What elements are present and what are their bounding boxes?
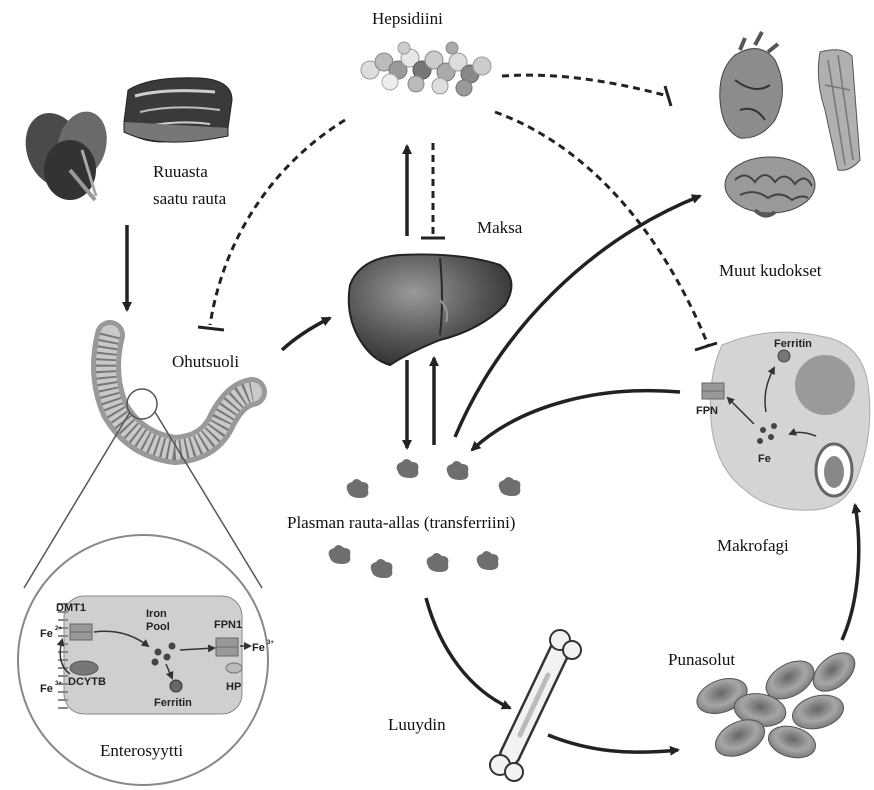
- meat-image: [124, 78, 232, 142]
- fe-right-label: Fe: [252, 642, 265, 654]
- fe-bottom-label: Fe: [40, 683, 53, 695]
- macrophage-ferritin-label: Ferritin: [774, 338, 812, 350]
- leafy-greens-image: [16, 105, 114, 200]
- hp-protein: [226, 663, 242, 673]
- dmt1-label: DMT1: [56, 602, 86, 614]
- macrophage-ferritin: [778, 350, 790, 362]
- macrophage-fe-label: Fe: [758, 453, 771, 465]
- transferrin-blob: [499, 477, 521, 496]
- brain-image: [725, 157, 815, 216]
- hepcidin-inhibits-tissues-line: [502, 75, 668, 96]
- iron-pool-label-line1: Iron: [146, 608, 167, 620]
- marrow-to-redcells-arrow: [548, 735, 678, 752]
- enterocyte-label: Enterosyytti: [100, 741, 183, 760]
- other-tissues-label: Muut kudokset: [719, 261, 822, 280]
- intestine-to-liver-arrow: [282, 318, 330, 350]
- fe-right-charge: 3+: [267, 640, 274, 646]
- bone-marrow-label: Luuydin: [388, 715, 446, 734]
- hepcidin-inhibits-intestine-line: [210, 120, 345, 325]
- macrophage-image: Ferritin FPN Fe: [696, 332, 870, 510]
- transferrin-blob: [427, 553, 449, 572]
- redcells-to-macrophage-arrow: [842, 505, 859, 640]
- ferritin-particle: [170, 680, 182, 692]
- macrophage-nucleus: [795, 355, 855, 415]
- dietary-iron-label-line1: Ruuasta: [153, 162, 208, 181]
- fe-left-charge: 2+: [55, 626, 62, 632]
- transferrin-blob: [397, 459, 419, 478]
- hepcidin-inhibits-macrophage-line: [495, 112, 708, 345]
- transferrin-blob: [371, 559, 393, 578]
- iron-pool-label-line2: Pool: [146, 621, 170, 633]
- hp-label: HP: [226, 681, 241, 693]
- inhibition-bar-macrophage: [695, 343, 717, 350]
- macrophage-label: Makrofagi: [717, 536, 789, 555]
- inhibition-bar-intestine: [198, 327, 224, 330]
- dcytb-label: DCYTB: [68, 676, 106, 688]
- inhibition-bar-tissues: [665, 86, 671, 106]
- heart-image: [720, 32, 783, 138]
- small-intestine-label: Ohutsuoli: [172, 352, 239, 371]
- fpn-label: FPN: [696, 405, 718, 417]
- transferrin-blob: [477, 551, 499, 570]
- plasma-pool-label: Plasman rauta-allas (transferriini): [287, 513, 515, 532]
- fe-left-label: Fe: [40, 628, 53, 640]
- dcytb-protein: [70, 661, 98, 675]
- fe-bottom-charge: 3+: [55, 681, 62, 687]
- hepcidin-molecule-image: [361, 42, 491, 96]
- transferrin-blob: [329, 545, 351, 564]
- muscle-image: [818, 50, 860, 171]
- fpn1-label: FPN1: [214, 619, 242, 631]
- liver-label: Maksa: [477, 218, 523, 237]
- dietary-iron-label-line2: saatu rauta: [153, 189, 227, 208]
- plasma-to-marrow-arrow: [426, 598, 510, 708]
- macrophage-to-plasma-arrow: [472, 391, 680, 450]
- ferritin-label: Ferritin: [154, 697, 192, 709]
- transferrin-blob: [447, 461, 469, 480]
- transferrin-blob: [347, 479, 369, 498]
- liver-image: [349, 254, 512, 365]
- red-cells-label: Punasolut: [668, 650, 735, 669]
- hepcidin-label: Hepsidiini: [372, 9, 443, 28]
